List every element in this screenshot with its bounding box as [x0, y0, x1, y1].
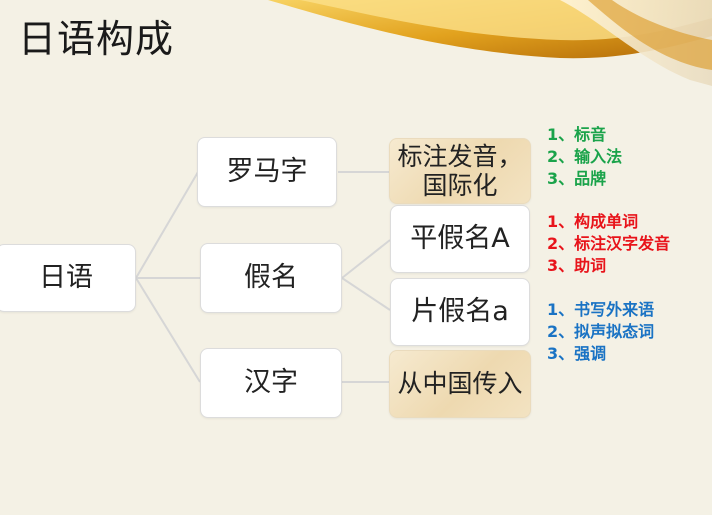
note-item: 2、标注汉字发音: [547, 234, 671, 253]
note-item: 1、标音: [547, 125, 607, 144]
page-title: 日语构成: [18, 17, 175, 61]
note-item: 3、强调: [547, 344, 607, 363]
notes-romaji: 1、标音 2、输入法 3、品牌: [547, 124, 622, 190]
root-label: 日语: [39, 262, 93, 294]
notes-hiragana: 1、构成单词 2、标注汉字发音 3、助词: [547, 211, 670, 277]
kana-node-katakana: 片假名a: [390, 278, 530, 346]
detail-label-kanji: 从中国传入: [397, 369, 523, 399]
root-node-japanese: 日语: [0, 244, 136, 312]
branch-node-kanji: 汉字: [200, 348, 342, 418]
branch-label-kana: 假名: [244, 262, 298, 294]
branch-node-kana: 假名: [200, 243, 342, 313]
kana-node-hiragana: 平假名A: [390, 205, 530, 273]
kana-label-hiragana: 平假名A: [410, 223, 510, 255]
branch-label-romaji: 罗马字: [226, 156, 308, 188]
note-item: 3、品牌: [547, 169, 607, 188]
detail-node-romaji: 标注发音，国际化: [389, 138, 531, 204]
note-item: 1、书写外来语: [547, 300, 655, 319]
branch-node-romaji: 罗马字: [197, 137, 337, 207]
note-item: 2、输入法: [547, 147, 623, 166]
note-item: 3、助词: [547, 256, 607, 275]
kana-label-katakana: 片假名a: [411, 296, 509, 328]
detail-node-kanji: 从中国传入: [389, 350, 531, 418]
branch-label-kanji: 汉字: [244, 367, 298, 399]
note-item: 1、构成单词: [547, 212, 639, 231]
notes-katakana: 1、书写外来语 2、拟声拟态词 3、强调: [547, 299, 654, 365]
detail-label-romaji: 标注发音，国际化: [397, 141, 523, 201]
note-item: 2、拟声拟态词: [547, 322, 655, 341]
